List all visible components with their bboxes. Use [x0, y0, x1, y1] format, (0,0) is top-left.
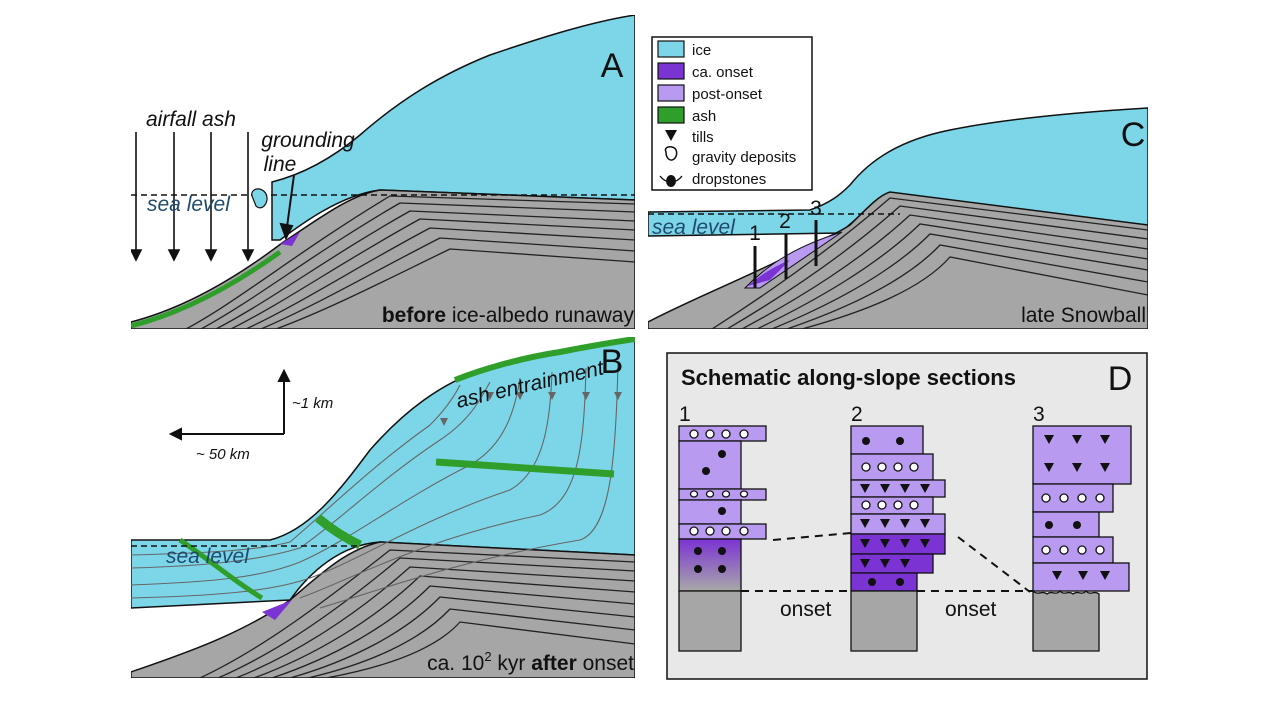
column-3-symbols	[1044, 435, 1110, 580]
triangle-down-icon	[665, 130, 677, 141]
panel-c-sea-level-label: sea level	[652, 216, 736, 239]
panel-b-sea-ash	[178, 537, 264, 601]
panel-b-strata	[199, 549, 635, 678]
panel-a-iceberg	[251, 188, 268, 209]
panel-a	[131, 15, 635, 329]
legend-post-onset-swatch	[657, 84, 685, 102]
panel-b-caption: ca. 102 kyr after onset	[427, 649, 634, 675]
section-markers	[753, 220, 818, 288]
legend-gravity-label: gravity deposits	[692, 149, 796, 166]
legend-ash-swatch	[657, 106, 685, 124]
panel-b-surface-ash	[453, 337, 635, 383]
panel-a-caption: before ice-albedo runaway	[382, 304, 635, 327]
legend-tills-label: tills	[692, 129, 714, 146]
panel-b-letter: B	[601, 343, 624, 381]
airfall-arrows	[131, 132, 255, 262]
dropstone-icon	[659, 175, 683, 187]
panel-c-onset-deposit	[748, 260, 790, 286]
onset-label-left: onset	[780, 598, 832, 621]
panel-b-sea-level-label: sea level	[166, 545, 250, 568]
column-2-tills	[860, 437, 930, 586]
panel-b-entrained-ash	[435, 458, 615, 478]
panel-a-onset-wedge	[280, 232, 300, 246]
panel-c-strata	[711, 197, 1148, 329]
clast-icon	[664, 146, 678, 161]
panel-b-caption-sup: 2	[484, 649, 491, 664]
column-1-bed	[678, 499, 742, 525]
panel-b-caption-post: onset	[577, 652, 634, 675]
panel-b-caption-bold: after	[531, 652, 577, 675]
grounding-label-line1: grounding	[261, 129, 355, 152]
section-number-3: 3	[810, 197, 822, 220]
legend-onset-label: ca. onset	[692, 64, 754, 81]
panel-b-flowlines	[131, 361, 619, 609]
column-3-clasts	[1041, 493, 1105, 555]
panel-a-strata	[185, 195, 635, 329]
legend-onset-swatch	[657, 62, 685, 80]
panel-b-caption-mid: kyr	[492, 652, 532, 675]
grounding-label-line2: line	[264, 153, 297, 176]
column-number-3: 3	[1033, 403, 1045, 426]
panel-c-letter: C	[1121, 116, 1146, 154]
column-1-dropstones	[694, 450, 726, 573]
column-1-symbols	[689, 429, 749, 536]
section-number-1: 1	[749, 222, 761, 245]
column-number-2: 2	[851, 403, 863, 426]
airfall-ash-label: airfall ash	[146, 108, 236, 131]
column-2-bed	[850, 425, 924, 455]
panel-a-caption-rest: ice-albedo runaway	[446, 304, 634, 327]
panel-a-ice-sheet	[271, 15, 635, 241]
section-number-2: 2	[779, 210, 791, 233]
column-number-1: 1	[679, 403, 691, 426]
column-2-basement	[850, 590, 918, 652]
legend-ice-swatch	[657, 40, 685, 58]
column-3-bed	[1032, 562, 1130, 592]
grounding-line-arrow	[279, 174, 295, 241]
column-1-basement	[678, 590, 742, 652]
column-2-onset-bed	[850, 572, 918, 592]
panel-b-bedrock	[131, 541, 635, 678]
legend-ice-label: ice	[692, 42, 711, 59]
correlation-lines	[741, 532, 1033, 593]
legend-ash-label: ash	[692, 108, 716, 125]
legend: ice ca. onset post-onset ash tills gravi…	[651, 36, 813, 191]
panel-d-letter: D	[1108, 360, 1133, 398]
panel-a-ash-layer	[131, 249, 282, 329]
panel-d-title: Schematic along-slope sections	[681, 365, 1016, 390]
scale-bar	[168, 368, 291, 441]
panel-b-caption-pre: ca. 10	[427, 652, 484, 675]
column-2-bed	[850, 453, 934, 481]
legend-post-onset-label: post-onset	[692, 86, 763, 103]
legend-dropstones-label: dropstones	[692, 171, 766, 188]
panel-b-ash-band	[315, 514, 362, 550]
column-3-bed	[1032, 425, 1132, 485]
panel-b-flow-arrows	[440, 392, 622, 426]
panel-b-onset-wedge	[262, 600, 292, 620]
panel-a-sea-level-label: sea level	[147, 193, 231, 216]
scale-vertical-label: ~1 km	[292, 395, 333, 412]
column-3-bed	[1032, 511, 1100, 538]
onset-label-right: onset	[945, 598, 997, 621]
scale-horizontal-label: ~ 50 km	[196, 446, 250, 463]
panel-b	[131, 337, 635, 678]
column-2-clasts	[861, 462, 919, 510]
panel-c-caption: late Snowball	[1021, 304, 1146, 327]
panel-d	[666, 352, 1148, 680]
column-1-onset-bed	[678, 538, 742, 592]
column-3-basement	[1032, 589, 1100, 652]
panel-a-caption-bold: before	[382, 304, 446, 327]
panel-a-letter: A	[601, 47, 624, 85]
column-1-bed	[678, 440, 742, 490]
panel-c	[648, 107, 1148, 329]
